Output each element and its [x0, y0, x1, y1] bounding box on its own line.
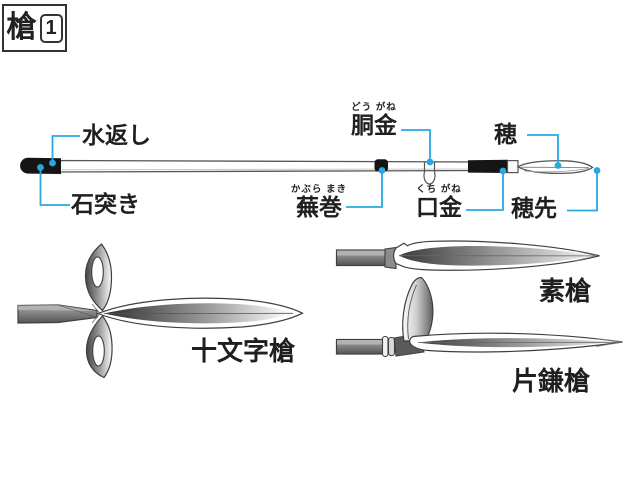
- label-kuchigane: 口金: [416, 194, 462, 220]
- katakama-collar-ring: [381, 335, 389, 358]
- leader-dots: [37, 158, 601, 175]
- leader-line-kaburamaki: [346, 172, 383, 208]
- label-group-kaburamaki: かぶら まき 蕪巻: [289, 181, 349, 219]
- label-dougane: 胴金: [351, 112, 397, 138]
- label-ishizuki: 石突き: [71, 191, 140, 217]
- jumonji-yari-illustration: [17, 243, 304, 379]
- label-su-yari: 素槍: [539, 276, 592, 306]
- label-jumonji-yari: 十文字槍: [191, 336, 296, 366]
- label-mizukaeshi: 水返し: [82, 122, 151, 148]
- blade-contour-line: [523, 168, 590, 173]
- furigana-dougane: どう がね: [351, 102, 397, 113]
- leader-line-dougane: [401, 129, 431, 161]
- furigana-kuchigane: くち がね: [416, 184, 462, 195]
- label-group-dougane: どう がね 胴金: [344, 99, 404, 137]
- marker-dot-kaburamaki: [378, 167, 386, 174]
- leader-line-hosaki: [567, 172, 598, 212]
- su-yari-illustration: [335, 240, 600, 271]
- title-number-badge: 1: [39, 13, 63, 43]
- jumonji-center-facets: [91, 303, 101, 324]
- main-spear-illustration: [20, 157, 594, 185]
- marker-dot-kuchigane: [499, 167, 507, 175]
- katakama-collar-ring: [387, 336, 396, 357]
- page-title: 槍 1: [2, 4, 67, 52]
- marker-dot-dougane: [426, 158, 434, 166]
- su-yari-tip-bevels: [574, 250, 597, 262]
- katakama-sickle-facet: [407, 284, 417, 340]
- label-group-kuchigane: くち がね 口金: [409, 181, 469, 219]
- marker-dot-hosaki: [593, 167, 601, 174]
- shaft-shading-line: [61, 168, 479, 171]
- leader-line-ho: [527, 134, 559, 164]
- leader-line-mizukaeshi: [51, 135, 80, 161]
- label-hosaki: 穂先: [511, 195, 557, 221]
- katakama-yari-illustration: [335, 276, 623, 358]
- jumonji-lower-blade-hole: [92, 335, 105, 367]
- su-yari-shaft-highlight: [337, 250, 385, 256]
- kuchigane-collar: [506, 160, 519, 174]
- label-katakama-yari: 片鎌槍: [512, 366, 591, 396]
- katakama-sickle-blade: [402, 276, 434, 342]
- jumonji-socket-facet: [57, 304, 98, 318]
- jumonji-upper-blade-hole: [91, 256, 104, 288]
- title-kanji: 槍: [6, 11, 37, 44]
- marker-dot-mizukaeshi: [49, 159, 56, 167]
- jumonji-socket-highlight: [18, 305, 97, 311]
- leader-line-kuchigane: [466, 173, 504, 211]
- katakama-tip-bevels: [595, 338, 622, 347]
- katakama-shaft-highlight: [337, 340, 383, 345]
- leader-lines: [39, 129, 598, 212]
- tachiuchi-black-section: [468, 159, 508, 173]
- label-kaburamaki: 蕪巻: [296, 194, 342, 220]
- marker-dot-ho: [554, 162, 562, 169]
- spear-shaft: [56, 159, 481, 173]
- furigana-kaburamaki: かぶら まき: [290, 184, 348, 195]
- leader-line-ishizuki: [39, 169, 70, 206]
- label-ho: 穂: [494, 121, 517, 147]
- marker-dot-ishizuki: [37, 164, 44, 171]
